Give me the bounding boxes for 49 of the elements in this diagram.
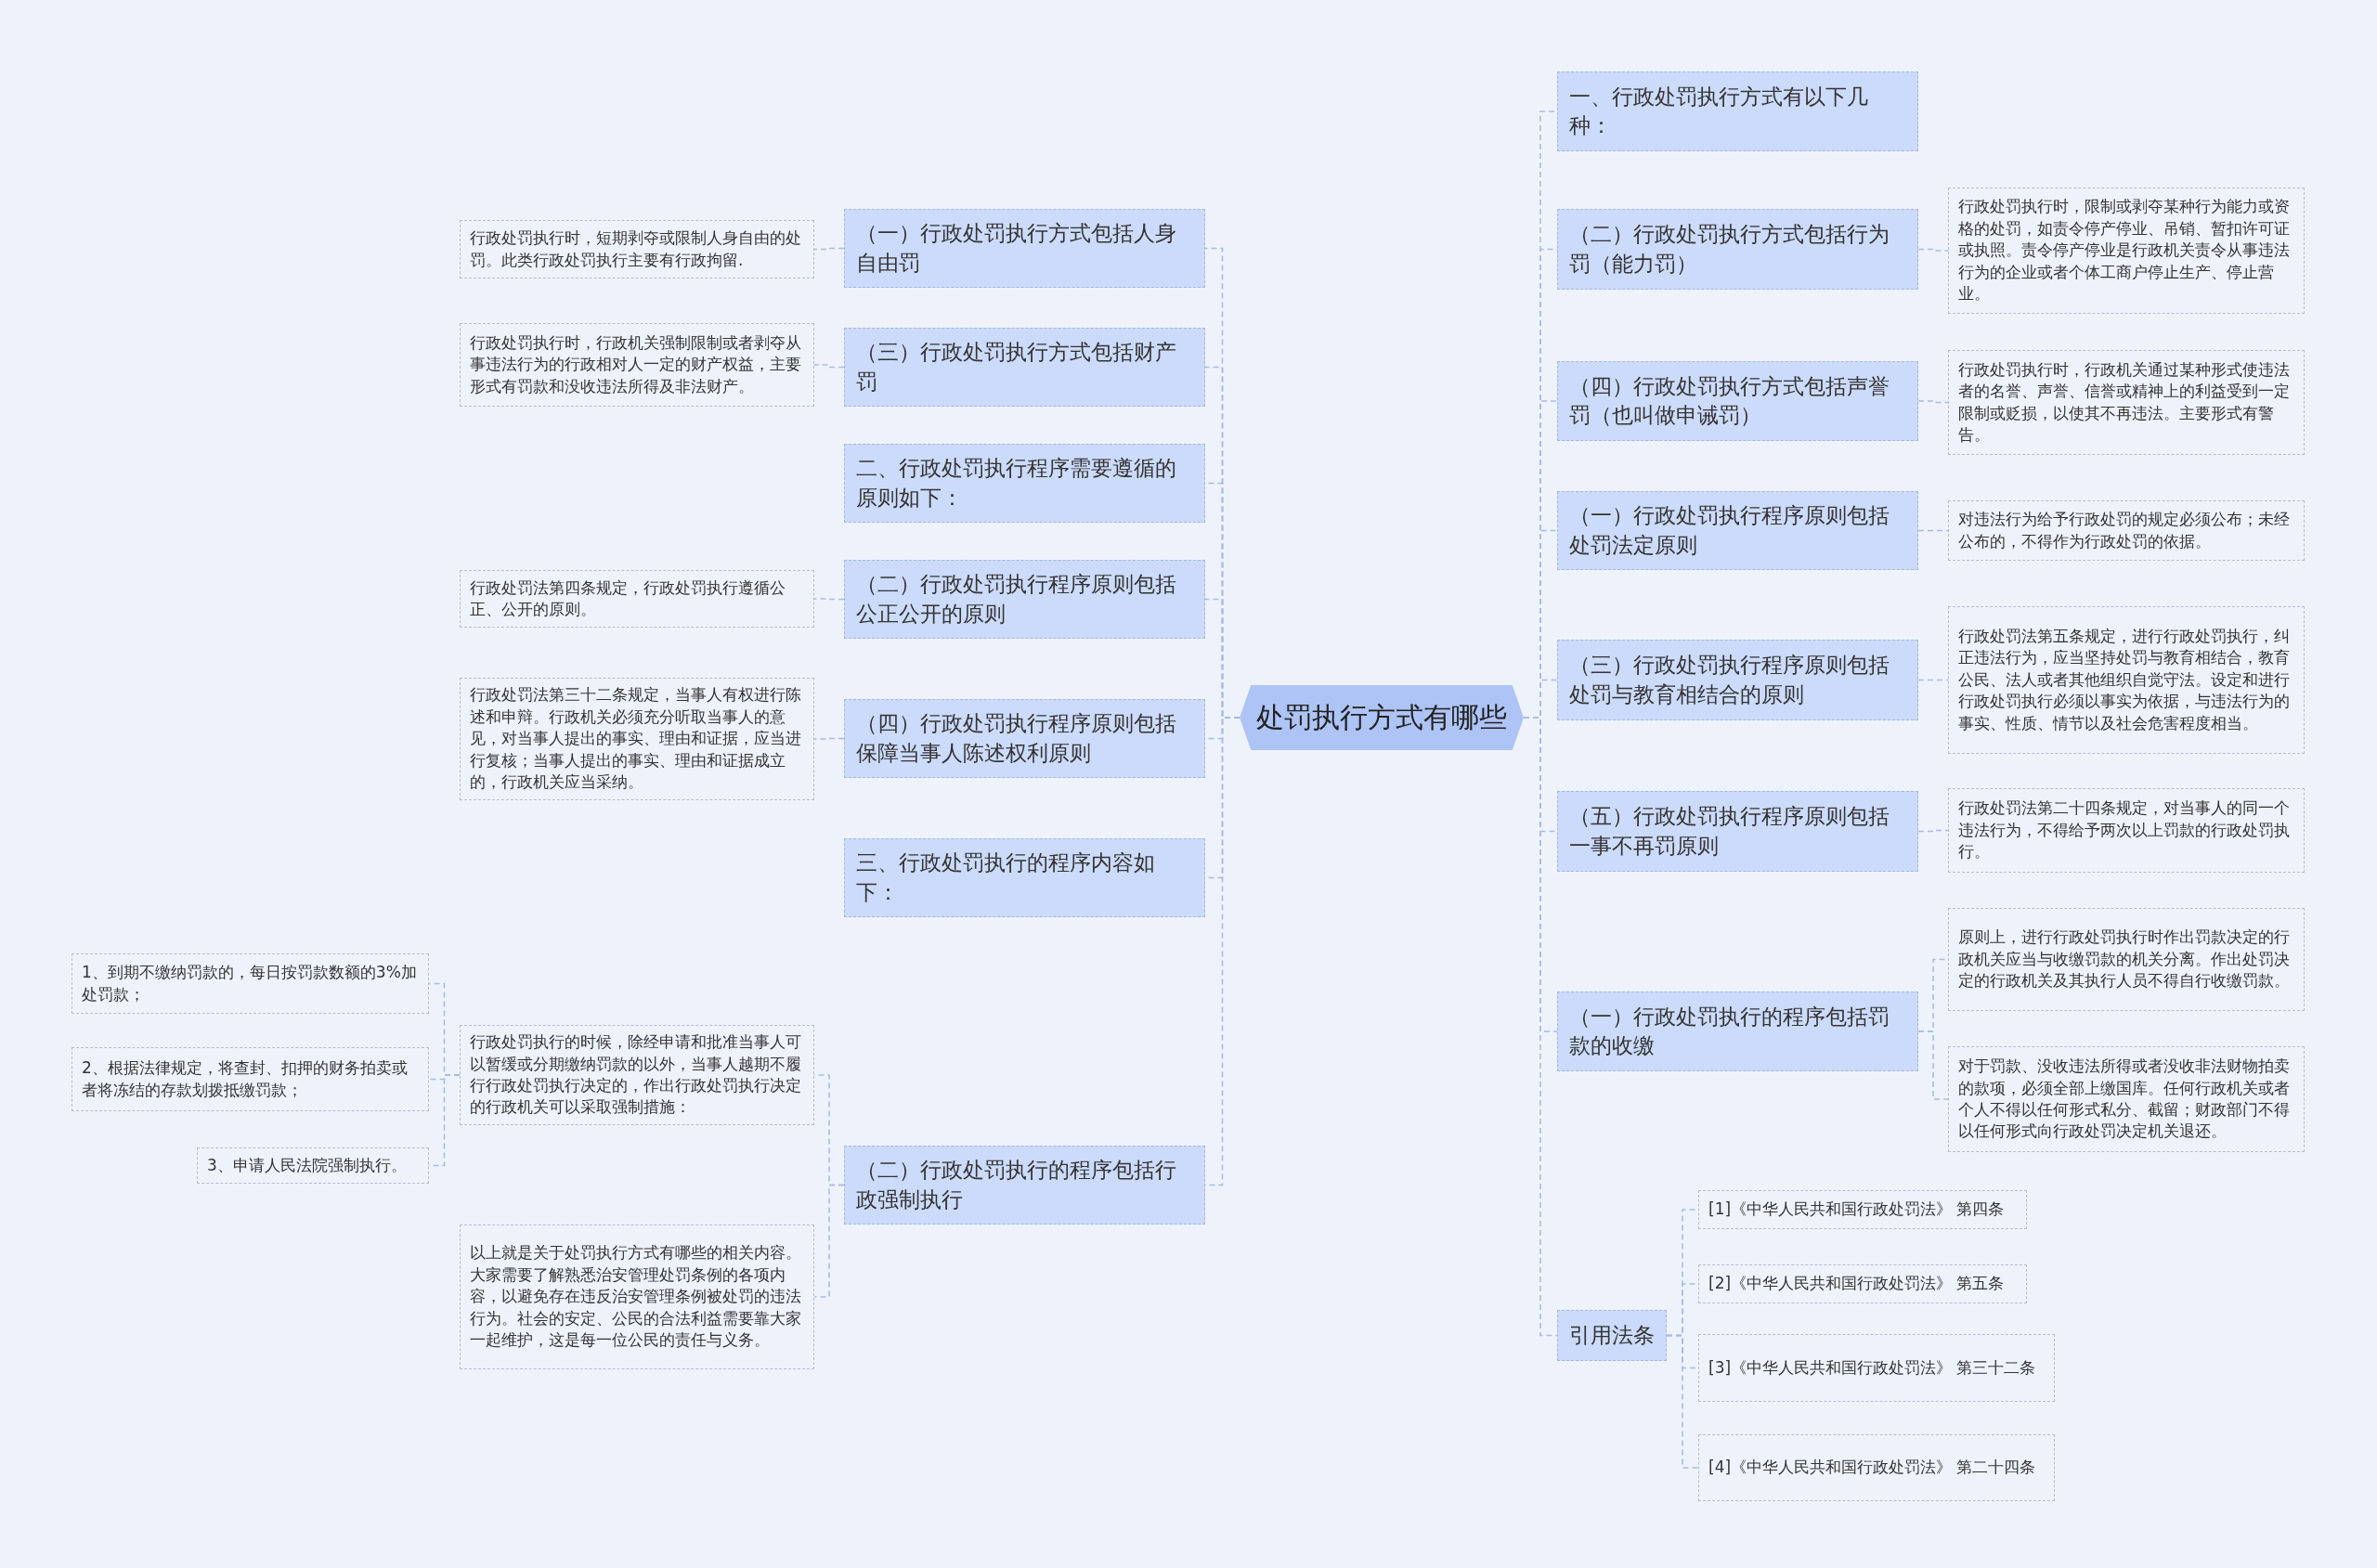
note-box: 原则上，进行行政处罚执行时作出罚款决定的行政机关应当与收缴罚款的机关分离。作出处罚决定的行政机关及其执行人员不得自行收缴罚款。 (1948, 908, 2305, 1011)
connector (1917, 529, 1949, 532)
note-box: 对违法行为给予行政处罚的规定必须公布；未经公布的，不得作为行政处罚的依据。 (1948, 500, 2305, 561)
topic-box: （五）行政处罚执行程序原则包括一事不再罚原则 (1557, 791, 1918, 872)
connector (1917, 829, 1949, 833)
note-box: 1、到期不缴纳罚款的，每日按罚款数额的3%加处罚款； (71, 953, 429, 1014)
note-box: 行政处罚执行时，行政机关通过某种形式使违法者的名誉、声誉、信誉或精神上的利益受到一定限制或贬损，以使其不再违法。主要形式有警告。 (1948, 350, 2305, 455)
note-box: 以上就是关于处罚执行方式有哪些的相关内容。大家需要了解熟悉治安管理处罚条例的各项内容，以避免存在违反治安管理条例被处罚的违法行为。社会的安定、公民的合法利益需要靠大家一起维护，这是每一位公民的责任与义务。 (460, 1225, 814, 1369)
connector (813, 737, 845, 740)
connector (1917, 1030, 1949, 1100)
topic-box: 一、行政处罚执行方式有以下几种： (1557, 71, 1918, 151)
connector (813, 364, 845, 369)
connector (1666, 1334, 1699, 1469)
note-box: [4]《中华人民共和国行政处罚法》 第二十四条 (1698, 1434, 2055, 1501)
topic-box: （一）行政处罚执行程序原则包括处罚法定原则 (1557, 491, 1918, 570)
topic-box: 引用法条 (1557, 1310, 1667, 1361)
topic-box: 三、行政处罚执行的程序内容如下： (844, 838, 1205, 917)
note-box: [3]《中华人民共和国行政处罚法》 第三十二条 (1698, 1334, 2055, 1402)
note-box: 行政处罚法第四条规定，行政处罚执行遵循公正、公开的原则。 (460, 570, 814, 628)
topic-box: （四）行政处罚执行方式包括声誉罚（也叫做申诫罚） (1557, 361, 1918, 441)
topic-box: （一）行政处罚执行的程序包括罚款的收缴 (1557, 991, 1918, 1071)
note-box: 行政处罚法第二十四条规定，对当事人的同一个违法行为，不得给予两次以上罚款的行政处罚执行。 (1948, 788, 2305, 873)
note-box: 行政处罚执行时，行政机关强制限制或者剥夺从事违法行为的行政相对人一定的财产权益，主要形式有罚款和没收违法所得及非法财产。 (460, 323, 814, 407)
central-topic: 处罚执行方式有哪些 (1240, 685, 1524, 750)
topic-box: （三）行政处罚执行程序原则包括处罚与教育相结合的原则 (1557, 640, 1918, 720)
topic-box: （四）行政处罚执行程序原则包括保障当事人陈述权利原则 (844, 699, 1205, 778)
topic-box: （二）行政处罚执行的程序包括行政强制执行 (844, 1146, 1205, 1225)
note-box: 行政处罚执行时，限制或剥夺某种行为能力或资格的处罚，如责令停产停业、吊销、暂扣许可证或执照。责令停产停业是行政机关责令从事违法行为的企业或者个体工商户停止生产、停止营业。 (1948, 188, 2305, 314)
note-box: [2]《中华人民共和国行政处罚法》 第五条 (1698, 1264, 2027, 1303)
note-box: [1]《中华人民共和国行政处罚法》 第四条 (1698, 1190, 2027, 1229)
topic-box: （二）行政处罚执行程序原则包括公正公开的原则 (844, 560, 1205, 639)
note-box: 2、根据法律规定，将查封、扣押的财务拍卖或者将冻结的存款划拨抵缴罚款； (71, 1047, 429, 1111)
topic-box: （一）行政处罚执行方式包括人身自由罚 (844, 209, 1205, 288)
connector (428, 1074, 461, 1167)
note-box: 行政处罚执行时，短期剥夺或限制人身自由的处罚。此类行政处罚执行主要有行政拘留. (460, 220, 814, 279)
topic-box: （三）行政处罚执行方式包括财产罚 (844, 328, 1205, 407)
note-box: 3、申请人民法院强制执行。 (197, 1147, 429, 1184)
connector (1917, 679, 1949, 681)
note-box: 行政处罚法第三十二条规定，当事人有权进行陈述和申辩。行政机关必须充分听取当事人的意见，对当事人提出的事实、理由和证据，应当进行复核；当事人提出的事实、理由和证据成立的，行政机关应当采纳。 (460, 678, 814, 800)
connector (813, 598, 845, 601)
connector (813, 247, 845, 251)
note-box: 行政处罚执行的时候，除经申请和批准当事人可以暂缓或分期缴纳罚款的以外，当事人越期不履行行政处罚执行决定的，作出行政处罚执行决定的行政机关可以采取强制措施： (460, 1025, 814, 1125)
topic-box: （二）行政处罚执行方式包括行为罚（能力罚） (1557, 209, 1918, 290)
connector (1917, 400, 1949, 404)
topic-box: 二、行政处罚执行程序需要遵循的原则如下： (844, 444, 1205, 523)
connector (1917, 248, 1949, 252)
note-box: 对于罚款、没收违法所得或者没收非法财物拍卖的款项，必须全部上缴国库。任何行政机关或者个人不得以任何形式私分、截留；财政部门不得以任何形式向行政处罚决定机关退还。 (1948, 1046, 2305, 1152)
connector (813, 1184, 845, 1298)
note-box: 行政处罚法第五条规定，进行行政处罚执行，纠正违法行为，应当坚持处罚与教育相结合，教育公民、法人或者其他组织自觉守法。设定和进行行政处罚执行必须以事实为依据，与违法行为的事实、性质、情节以及社会危害程度相当。 (1948, 606, 2305, 754)
